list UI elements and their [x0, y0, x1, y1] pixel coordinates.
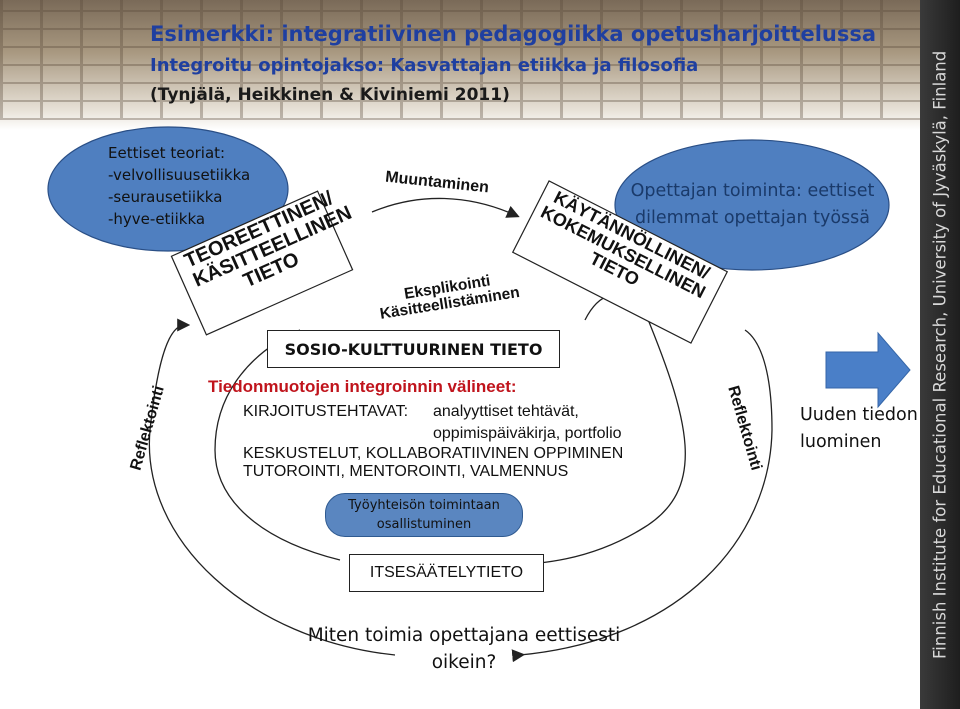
new-knowledge-line: luominen: [800, 432, 882, 452]
slide-authors: (Tynjälä, Heikkinen & Kiviniemi 2011): [150, 85, 510, 105]
integration-row1-value: analyyttiset tehtävät,: [433, 403, 579, 420]
sosio-cultural-box: SOSIO-KULTTUURINEN TIETO: [267, 330, 560, 368]
ethics-theories-text: Eettiset teoriat: -velvollisuusetiikka -…: [108, 142, 250, 230]
community-participation: Työyhteisön toimintaan osallistuminen: [325, 493, 523, 537]
ethics-line: -seurausetiikka: [108, 188, 223, 206]
integration-row2: oppimispäiväkirja, portfolio: [433, 425, 622, 442]
slide-subtitle: Integroitu opintojakso: Kasvattajan etii…: [150, 55, 699, 76]
self-regulation-box: ITSESÄÄTELYTIETO: [349, 554, 544, 592]
header-background: [0, 0, 960, 130]
question-line: Miten toimia opettajana eettisesti: [307, 625, 621, 646]
ethics-line: Eettiset teoriat:: [108, 144, 226, 162]
integration-row3: KESKUSTELUT, KOLLABORATIIVINEN OPPIMINEN: [243, 445, 624, 462]
community-line: Työyhteisön toimintaan: [348, 498, 500, 513]
ethics-line: -velvollisuusetiikka: [108, 166, 251, 184]
side-strip: [920, 0, 960, 709]
cycle-arc-bottom-right: [511, 329, 773, 663]
inner-arc-left: [214, 329, 341, 561]
teacher-ellipse: [614, 139, 890, 271]
muuntaminen-arrow: [371, 197, 520, 218]
integration-row4: TUTOROINTI, MENTOROINTI, VALMENNUS: [243, 463, 569, 480]
header-brick-texture: [0, 0, 960, 120]
ethics-line: -hyve-etiikka: [108, 210, 206, 228]
cycle-arc-bottom-left: [148, 318, 396, 656]
theoretical-box: [170, 190, 354, 336]
ethics-ellipse: [47, 126, 289, 252]
community-line: osallistuminen: [376, 517, 472, 532]
question-line: oikein?: [431, 652, 497, 673]
teacher-line: dilemmat opettajan työssä: [635, 208, 870, 228]
new-knowledge-label: Uuden tiedon luominen: [800, 402, 918, 456]
new-knowledge-arrow: [825, 331, 911, 409]
integration-title: Tiedonmuotojen integroinnin välineet:: [208, 377, 517, 396]
slide-title: Esimerkki: integratiivinen pedagogiikka …: [150, 22, 877, 46]
ethics-question: Miten toimia opettajana eettisesti oikei…: [298, 622, 630, 676]
teacher-action-text: Opettajan toiminta: eettiset dilemmat op…: [615, 178, 890, 232]
integration-row1-label: KIRJOITUSTEHTAVAT:: [243, 403, 409, 420]
teacher-line: Opettajan toiminta: eettiset: [630, 181, 875, 201]
practical-box: [511, 180, 729, 344]
new-knowledge-line: Uuden tiedon: [800, 405, 918, 425]
